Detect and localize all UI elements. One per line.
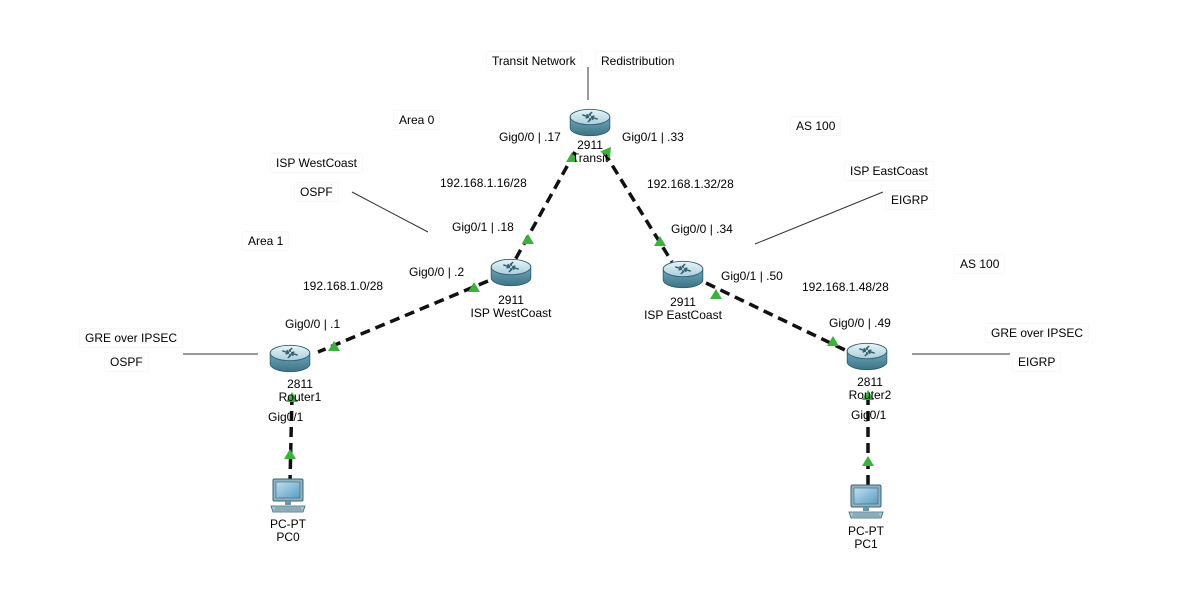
note-gre-ipsec-router1[interactable]: GRE over IPSEC bbox=[80, 329, 183, 347]
link-router1-pc0[interactable] bbox=[288, 394, 294, 483]
interface-label: Gig0/1 | .50 bbox=[721, 269, 783, 283]
interface-label: Gig0/0 | .17 bbox=[499, 130, 561, 144]
pc-icon[interactable] bbox=[270, 478, 306, 513]
link-isp-west-router1[interactable] bbox=[317, 279, 489, 354]
port-up-indicator bbox=[468, 282, 480, 292]
link-transit-isp-east[interactable] bbox=[602, 151, 674, 263]
device-name: Router1 bbox=[278, 390, 322, 404]
note-isp-westcoast[interactable]: ISP WestCoast bbox=[271, 154, 362, 172]
port-up-indicator bbox=[827, 336, 839, 346]
device-isp-west[interactable]: 2911 ISP WestCoast bbox=[451, 294, 571, 320]
device-model: 2911 bbox=[577, 138, 603, 152]
device-model: 2911 bbox=[670, 295, 696, 309]
port-up-indicator bbox=[328, 341, 340, 351]
subnet-label: 192.168.1.0/28 bbox=[303, 279, 384, 293]
port-up-indicator bbox=[286, 392, 298, 402]
interface-label: Gig0/0 | .34 bbox=[671, 222, 733, 236]
device-model: 2911 bbox=[498, 293, 524, 307]
note-area-0[interactable]: Area 0 bbox=[394, 111, 440, 129]
network-links bbox=[288, 151, 870, 486]
device-name: ISP EastCoast bbox=[644, 308, 722, 322]
device-name: Router2 bbox=[848, 388, 892, 402]
port-up-indicator bbox=[862, 390, 874, 400]
device-isp-east[interactable]: 2911 ISP EastCoast bbox=[623, 296, 743, 322]
annotation-line-isp-east bbox=[754, 191, 884, 245]
device-name: PC0 bbox=[276, 530, 300, 544]
subnet-label: 192.168.1.32/28 bbox=[647, 177, 734, 191]
note-as-100-top[interactable]: AS 100 bbox=[791, 117, 841, 135]
interface-label: Gig0/1 bbox=[851, 408, 887, 422]
note-ospf-router1[interactable]: OSPF bbox=[105, 353, 148, 371]
interface-label: Gig0/1 | .33 bbox=[622, 130, 684, 144]
device-name: PC1 bbox=[854, 537, 878, 551]
port-up-indicator bbox=[654, 236, 666, 246]
device-router1[interactable]: 2811 Router1 bbox=[260, 378, 340, 404]
note-eigrp-router2[interactable]: EIGRP bbox=[1013, 353, 1061, 371]
router-icon[interactable] bbox=[269, 344, 311, 373]
device-pc1[interactable]: PC-PT PC1 bbox=[826, 525, 906, 551]
device-model: PC-PT bbox=[848, 524, 884, 538]
note-isp-eastcoast[interactable]: ISP EastCoast bbox=[845, 162, 933, 180]
device-transit[interactable]: 2911 Transit bbox=[568, 139, 612, 165]
router-icon[interactable] bbox=[846, 342, 888, 371]
note-ospf-west[interactable]: OSPF bbox=[295, 183, 338, 201]
port-up-indicator bbox=[566, 152, 578, 162]
interface-label: Gig0/0 | .1 bbox=[285, 317, 341, 331]
device-model: PC-PT bbox=[270, 517, 306, 531]
port-up-indicator bbox=[522, 234, 534, 244]
interface-label: Gig0/0 | .2 bbox=[409, 265, 465, 279]
port-up-indicator bbox=[284, 449, 296, 459]
interface-label: Gig0/0 | .49 bbox=[829, 316, 891, 330]
note-transit-network[interactable]: Transit Network bbox=[487, 52, 581, 70]
port-up-indicator bbox=[862, 456, 874, 466]
router-icon[interactable] bbox=[662, 260, 704, 289]
device-name: Transit bbox=[571, 151, 609, 165]
note-gre-ipsec-router2[interactable]: GRE over IPSEC bbox=[986, 324, 1089, 342]
note-eigrp-east[interactable]: EIGRP bbox=[886, 191, 934, 209]
interface-label: Gig0/1 | .18 bbox=[452, 220, 514, 234]
port-up-indicator bbox=[600, 146, 611, 159]
port-indicators bbox=[284, 146, 874, 466]
device-model: 2811 bbox=[857, 375, 883, 389]
device-pc0[interactable]: PC-PT PC0 bbox=[248, 518, 328, 544]
note-as-100-right[interactable]: AS 100 bbox=[955, 255, 1005, 273]
annotation-lines bbox=[183, 67, 1010, 355]
subnet-label: 192.168.1.16/28 bbox=[440, 176, 527, 190]
device-name: ISP WestCoast bbox=[470, 306, 552, 320]
port-up-indicator bbox=[710, 289, 722, 299]
subnet-label: 192.168.1.48/28 bbox=[802, 280, 889, 294]
interface-label: Gig0/1 bbox=[268, 410, 304, 424]
pc-icon[interactable] bbox=[848, 484, 884, 519]
device-model: 2811 bbox=[287, 377, 313, 391]
router-icon[interactable] bbox=[569, 108, 611, 137]
note-area-1[interactable]: Area 1 bbox=[243, 232, 289, 250]
router-icon[interactable] bbox=[490, 258, 532, 287]
device-router2[interactable]: 2811 Router2 bbox=[830, 376, 910, 402]
link-isp-east-router2[interactable] bbox=[705, 281, 846, 352]
annotation-line-isp-west bbox=[351, 191, 429, 233]
note-redistribution[interactable]: Redistribution bbox=[596, 52, 680, 70]
